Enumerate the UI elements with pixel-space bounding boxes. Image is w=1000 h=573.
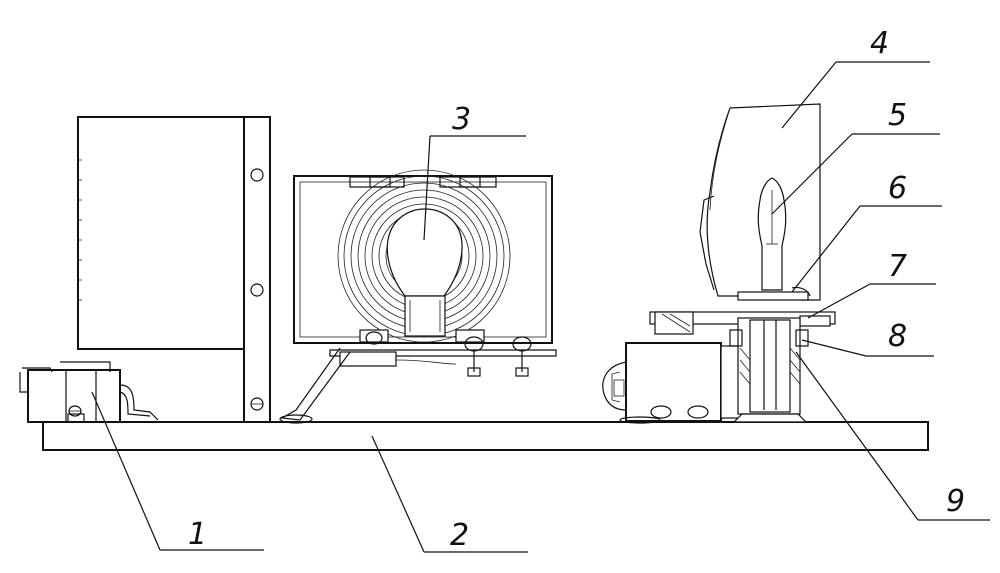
lamp-base [737,286,811,301]
leader-lines [91,61,990,553]
callout-8: 8 [888,319,907,354]
callout-3: 3 [452,102,471,137]
callout-9: 9 [946,484,965,519]
relay-box [602,342,744,424]
base-plate [42,421,929,451]
callout-1: 1 [188,517,207,552]
halogen-lamp [757,177,787,291]
connector-block [19,361,159,423]
bulb [386,208,463,297]
left-housing [77,116,271,423]
callout-labels: 1 2 3 4 5 6 7 8 9 [188,26,965,553]
callout-2: 2 [450,518,469,553]
socket-body [729,317,809,423]
callout-6: 6 [888,171,907,206]
callout-5: 5 [888,98,907,133]
callout-4: 4 [870,26,889,61]
callout-7: 7 [888,249,907,284]
lamp-housing [279,169,557,424]
